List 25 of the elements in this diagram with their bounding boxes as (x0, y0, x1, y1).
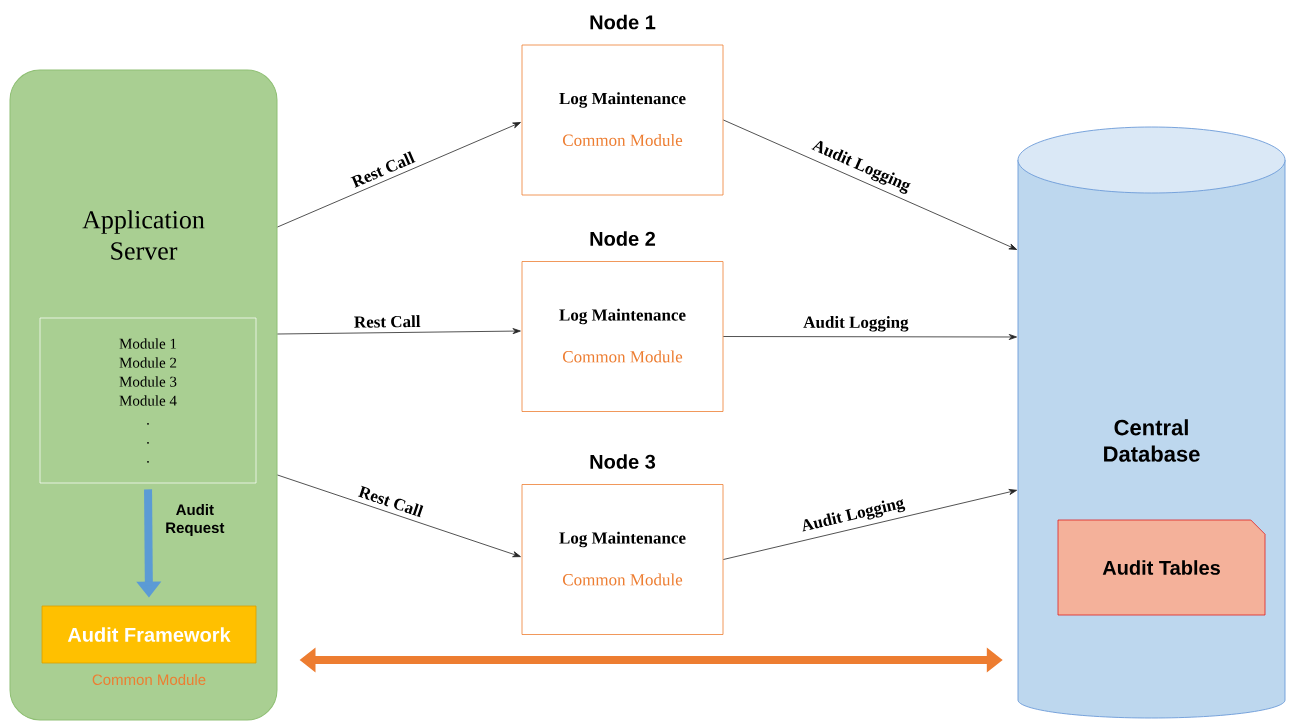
module-label: Common Module (563, 350, 683, 363)
node-label: Common Module (92, 674, 206, 686)
edge-label: Audit Logging (803, 315, 909, 332)
edge-label: Audit Request (166, 504, 225, 536)
node-heading: Node 1 (590, 14, 656, 30)
node-heading: Node 2 (590, 231, 656, 246)
table-box: Audit Tables (1057, 519, 1266, 616)
module-label: Common Module (563, 134, 683, 146)
module-label: Common Module (563, 573, 683, 586)
arrow (723, 489, 1018, 560)
box-title: Log Maintenance (559, 531, 686, 548)
edge-label: Audit Logging (802, 499, 906, 532)
edge-label: Rest Call (354, 315, 421, 328)
arrow (277, 474, 521, 558)
node-heading: Node 3 (590, 454, 656, 469)
box-title: Log Maintenance (559, 308, 686, 325)
edge-label: Rest Call (350, 151, 416, 188)
arrow (723, 119, 1018, 250)
framework-box: Audit Framework (41, 605, 257, 664)
arrow (723, 334, 1017, 340)
box-title: Log Maintenance (559, 92, 686, 108)
module-list-box: Module 1 Module 2 Module 3 Module 4 . . . (39, 317, 257, 484)
arrow (277, 328, 521, 335)
arrow (277, 122, 521, 228)
edge-label: Rest Call (357, 485, 424, 518)
